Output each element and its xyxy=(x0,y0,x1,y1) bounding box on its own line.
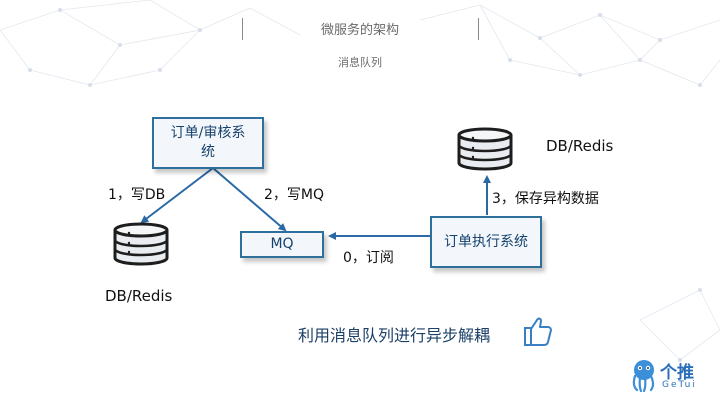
order-audit-system-box: 订单/审核系 统 xyxy=(152,117,264,169)
order-exec-system-box: 订单执行系统 xyxy=(430,216,542,268)
edge-label-write-mq: 2，写MQ xyxy=(264,187,325,203)
page-title: 微服务的架构 xyxy=(320,23,399,38)
thumbs-up-icon xyxy=(524,317,552,346)
arrow-to-mq xyxy=(212,167,287,232)
mq-box: MQ xyxy=(240,231,324,258)
arrow-to-db-left xyxy=(140,167,214,224)
header-separator-right xyxy=(478,18,479,40)
mq-label: MQ xyxy=(270,236,294,252)
order-audit-label-line2: 统 xyxy=(201,144,215,160)
database-icon xyxy=(457,127,513,171)
edge-label-subscribe: 0，订阅 xyxy=(343,250,394,266)
edge-label-save-async: 3，保存异构数据 xyxy=(492,191,599,207)
page-subtitle: 消息队列 xyxy=(338,56,382,69)
brand-subname: GeTui xyxy=(662,380,697,390)
header-separator-left xyxy=(242,18,243,40)
database-icon xyxy=(113,222,169,266)
order-exec-label: 订单执行系统 xyxy=(444,234,528,250)
db-right-label: DB/Redis xyxy=(546,137,614,155)
order-audit-label-line1: 订单/审核系 xyxy=(170,125,246,141)
getui-logo xyxy=(632,360,655,392)
db-left-label: DB/Redis xyxy=(105,287,173,305)
motto-text: 利用消息队列进行异步解耦 xyxy=(298,326,491,345)
edge-label-write-db: 1，写DB xyxy=(108,187,166,203)
brand-name: 个推 xyxy=(660,363,694,383)
